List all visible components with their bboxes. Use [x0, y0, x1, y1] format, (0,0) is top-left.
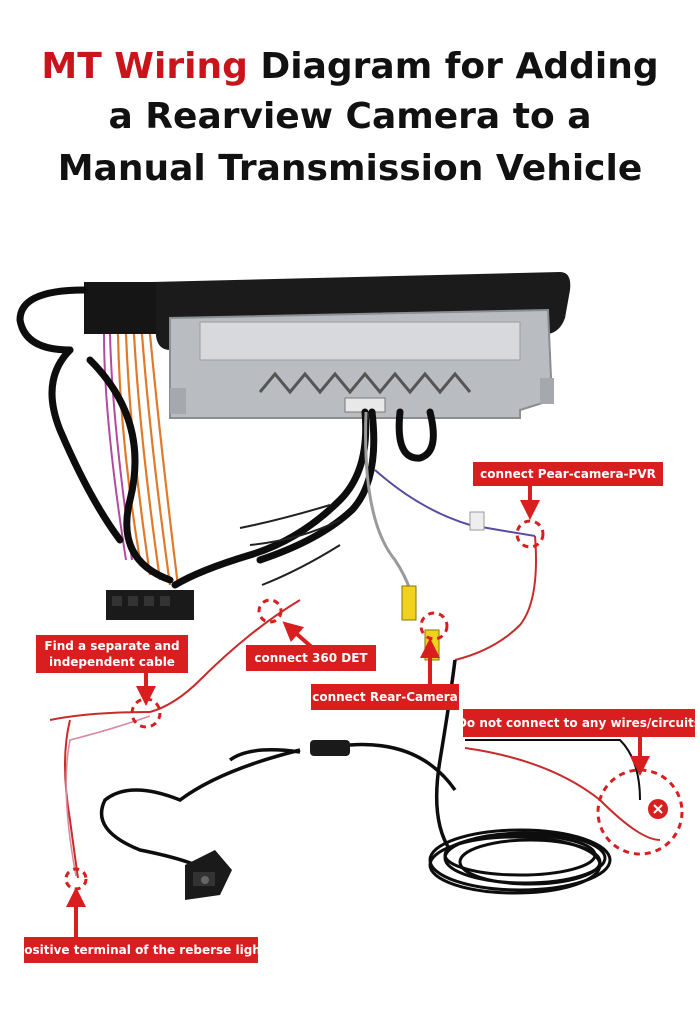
label-separate-line-1: Find a separate and [44, 639, 180, 653]
chassis-bracket-right [540, 378, 554, 404]
title-highlight: MT Wiring [41, 46, 248, 87]
chassis-zigzag [258, 371, 472, 395]
label-separate-cable: Find a separate and independent cable [36, 635, 188, 673]
chassis-vent [199, 321, 521, 361]
inline-connector [310, 740, 350, 756]
cable-coil [428, 828, 612, 895]
title-line-3: Manual Transmission Vehicle [57, 148, 643, 189]
label-connect-360-det: connect 360 DET [246, 645, 376, 671]
label-do-not-connect: Do not connect to any wires/circuits [457, 709, 700, 737]
callout-arrows [66, 485, 650, 938]
chassis-bracket-left [170, 388, 186, 414]
title-line-1: MT Wiring Diagram for Adding [0, 42, 700, 92]
red-wires [49, 535, 537, 879]
rca-connector [401, 585, 417, 621]
main-harness [16, 286, 437, 589]
harness-connector-top [84, 282, 156, 334]
title-line-2: a Rearview Camera to a [0, 92, 700, 142]
title-line-2-rest: rview Camera to a [221, 96, 592, 137]
label-connect-rear-camera: connect Rear-Camera [311, 684, 459, 710]
title-line-1-rest: Diagram for Adding [247, 46, 659, 87]
label-connect-pvr: connect Pear-camera-PVR [473, 462, 663, 486]
title-line-2-highlight: a [197, 96, 222, 137]
title-line-2-start: a Re [108, 96, 198, 137]
label-separate-line-2: independent cable [49, 655, 175, 669]
label-positive-terminal: Positive terminal of the reberse light [15, 937, 267, 963]
rear-camera-unit [185, 850, 232, 900]
